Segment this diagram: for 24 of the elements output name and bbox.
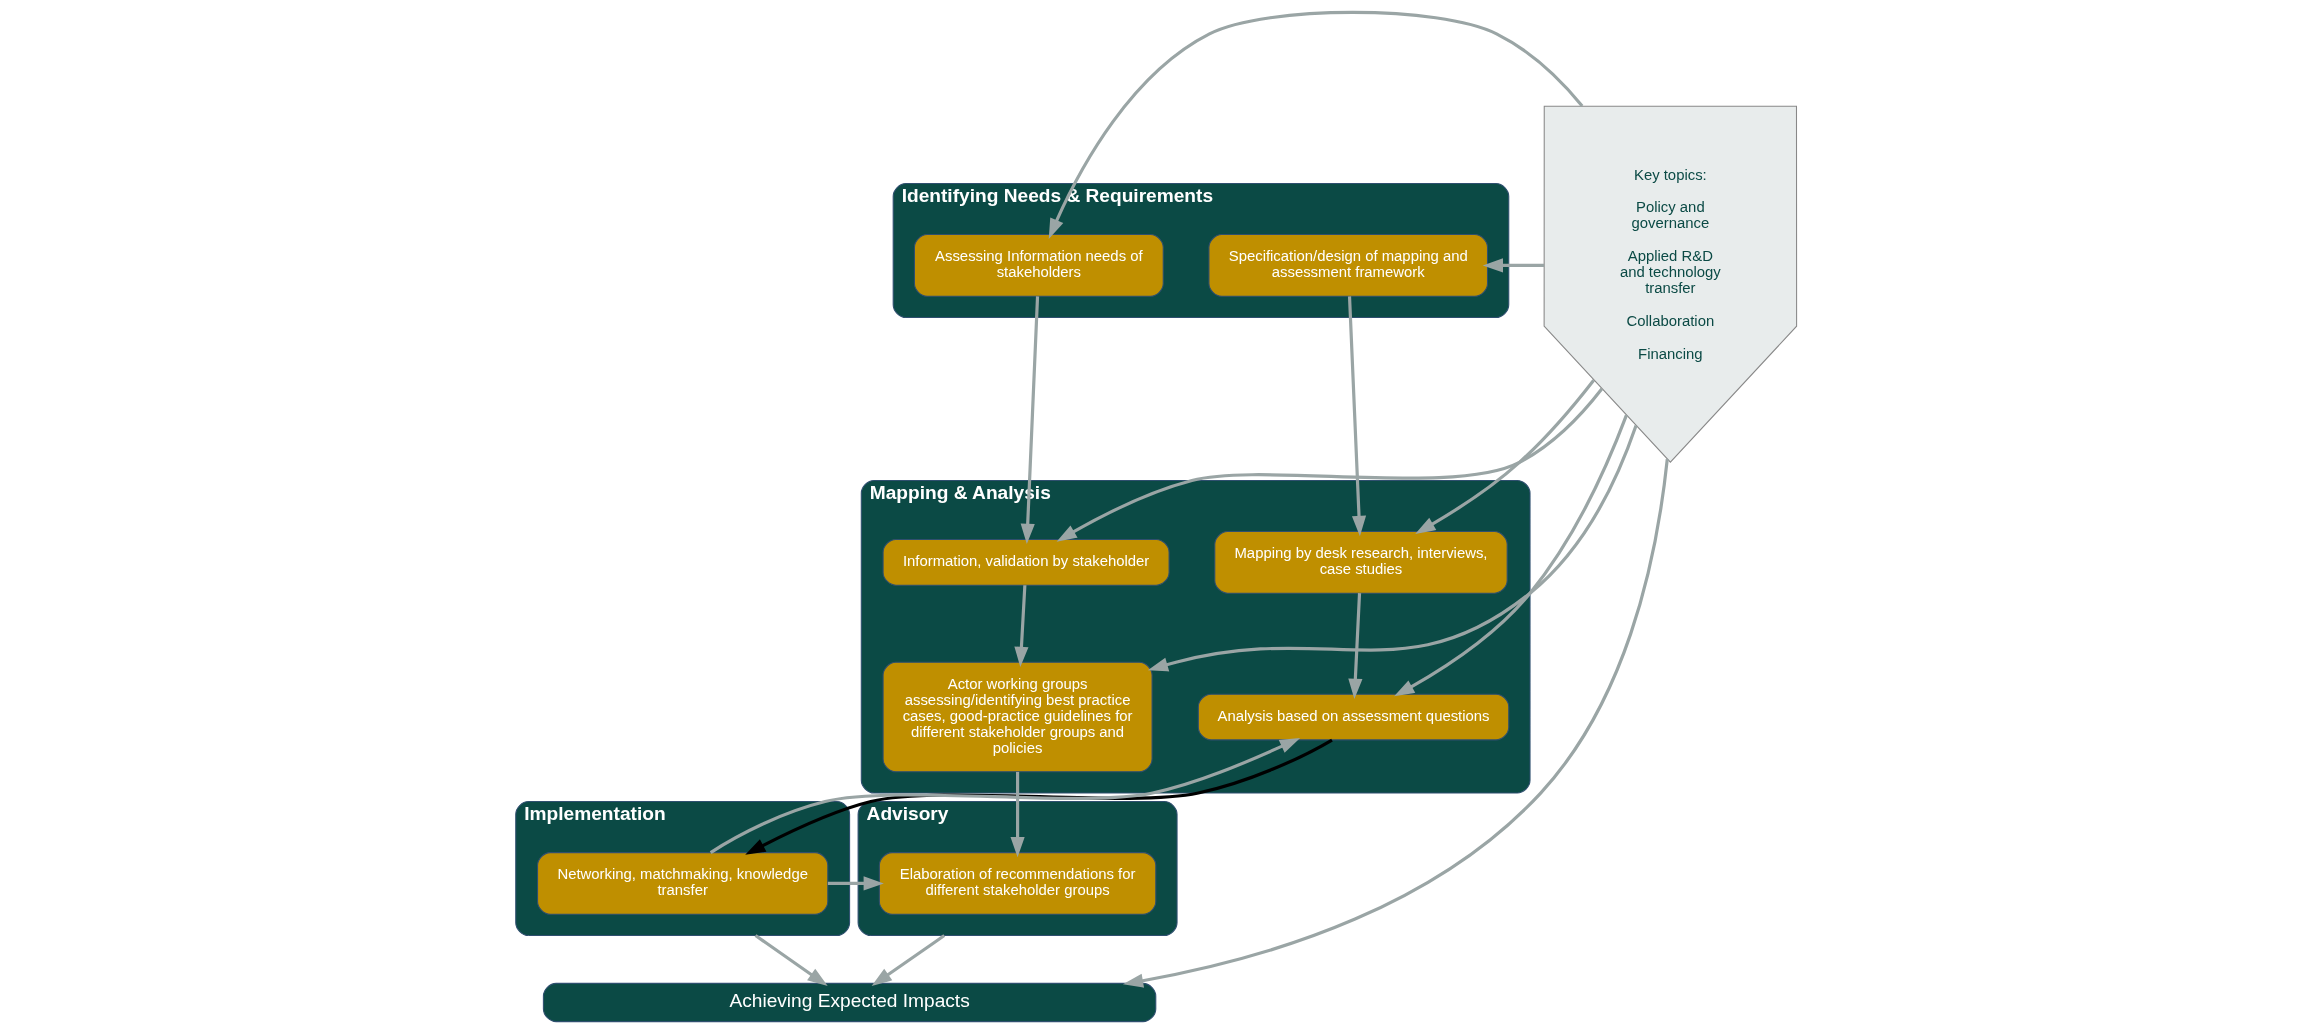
node-box: Elaboration of recommendations for different stakeholder groups	[878, 852, 1156, 915]
arrow	[1414, 379, 1595, 534]
arrow	[827, 876, 884, 891]
node-box: Information, validation by stakeholder	[882, 538, 1170, 586]
node-box: Achieving Expected Impacts	[542, 982, 1156, 1023]
node-box: Actor working groups assessing/identifying best practice cases, good-practice guidelines for different stakeholder groups and policies	[882, 661, 1153, 773]
node-box: Assessing Information needs of stakeholders	[913, 234, 1164, 297]
arrow	[1056, 387, 1603, 542]
node-box: Analysis based on assessment questions	[1197, 693, 1509, 741]
arrow	[871, 934, 945, 987]
arrow	[1147, 424, 1638, 672]
node-box: Specification/design of mapping and assessment framework	[1207, 234, 1488, 297]
arrow	[1020, 296, 1039, 544]
arrow	[1048, 10, 1583, 239]
arrow	[754, 934, 828, 987]
node-box: Mapping by desk research, interviews, case studies	[1213, 531, 1508, 594]
arrow	[1347, 593, 1362, 699]
node-box: Networking, matchmaking, knowledge transfer	[536, 852, 828, 915]
arrow	[1013, 585, 1028, 668]
arrow	[1347, 296, 1366, 537]
arrow	[1393, 414, 1628, 697]
arrow	[1482, 258, 1544, 273]
arrow	[1010, 771, 1025, 858]
arrow	[1122, 459, 1669, 988]
